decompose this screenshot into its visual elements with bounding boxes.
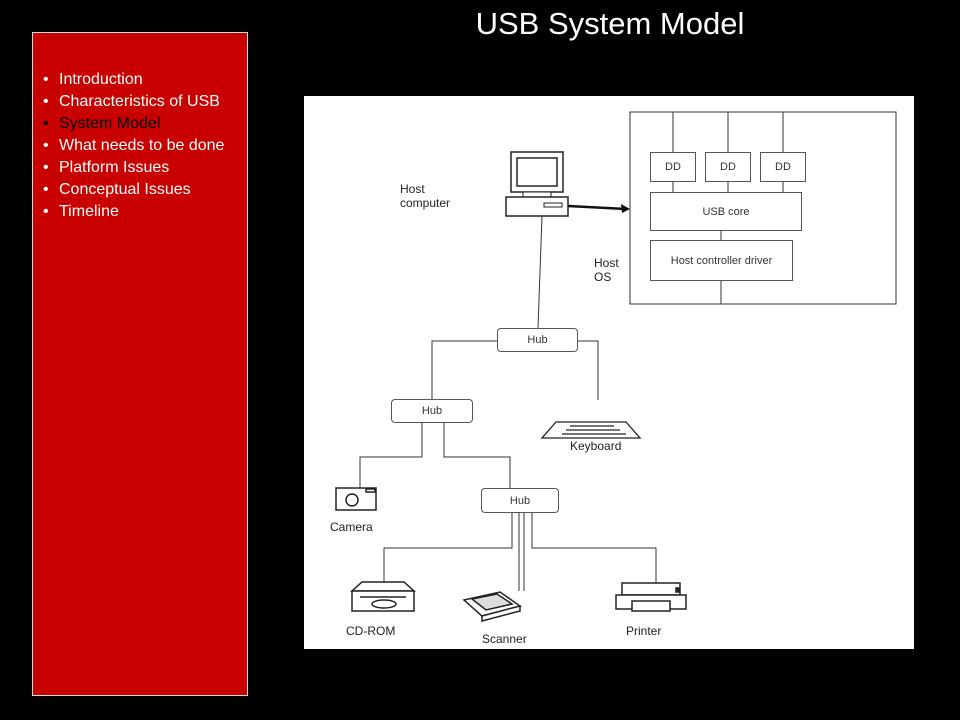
printer-icon: [615, 582, 687, 612]
camera-label: Camera: [330, 520, 373, 534]
sidebar-item-conceptual-issues[interactable]: Conceptual Issues: [43, 179, 243, 201]
cdrom-icon: [350, 581, 416, 612]
sidebar-item-timeline[interactable]: Timeline: [43, 201, 243, 223]
sidebar-item-characteristics[interactable]: Characteristics of USB: [43, 91, 243, 113]
slide-title: USB System Model: [475, 6, 745, 41]
usb-core-box: USB core: [650, 192, 802, 231]
diagram-connections: [335, 111, 897, 622]
hub-root: Hub: [497, 328, 578, 352]
camera-icon: [335, 487, 377, 511]
device-driver-2: DD: [705, 152, 751, 182]
sidebar-item-system-model[interactable]: System Model: [43, 113, 243, 135]
host-controller-driver-box: Host controller driver: [650, 240, 793, 281]
sidebar-nav: Introduction Characteristics of USB Syst…: [43, 69, 243, 223]
diagram-panel: DD DD DD USB core Host controller driver…: [304, 96, 914, 649]
printer-label: Printer: [626, 624, 662, 638]
device-driver-1: DD: [650, 152, 696, 182]
keyboard-label: Keyboard: [570, 439, 622, 453]
device-driver-3: DD: [760, 152, 806, 182]
scanner-label: Scanner: [482, 632, 527, 646]
sidebar-item-platform-issues[interactable]: Platform Issues: [43, 157, 243, 179]
sidebar-item-what-needs-to-be-done[interactable]: What needs to be done: [43, 135, 243, 157]
keyboard-icon: [540, 421, 642, 439]
hub-third: Hub: [481, 488, 559, 513]
hub-second: Hub: [391, 399, 473, 423]
host-computer-icon: [505, 151, 569, 217]
host-os-frame: [629, 111, 897, 305]
sidebar-item-introduction[interactable]: Introduction: [43, 69, 243, 91]
host-os-label: Host OS: [594, 256, 619, 284]
sidebar: Introduction Characteristics of USB Syst…: [32, 32, 248, 696]
host-computer-label: Host computer: [400, 182, 451, 210]
cdrom-label: CD-ROM: [346, 624, 396, 638]
scanner-icon: [462, 591, 522, 622]
